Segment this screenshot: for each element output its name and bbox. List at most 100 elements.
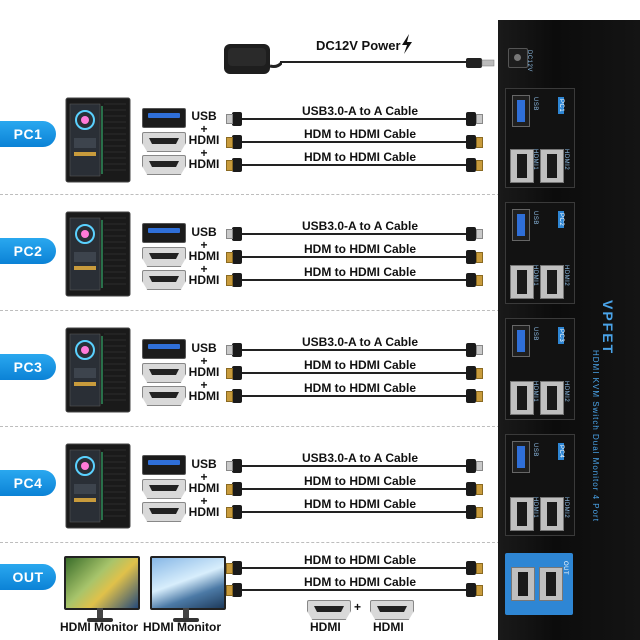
hdmi-plug-tip [476, 252, 483, 263]
dc-port-label: DC12V [526, 50, 532, 72]
hdmi-label: HDMI [310, 620, 341, 634]
hdmi-connector-label: HDMI [188, 249, 220, 263]
section-divider [0, 542, 500, 543]
dc-power-port [508, 48, 528, 68]
hdmi-port[interactable] [511, 567, 535, 601]
hdmi-cable-label: HDM to HDMI Cable [304, 242, 416, 256]
hdmi-plug-tip [476, 137, 483, 148]
usb-port[interactable] [512, 95, 530, 127]
hdmi-plug-tip [476, 368, 483, 379]
hdmi1-port-label: HDMI1 [532, 265, 538, 287]
usb-port[interactable] [512, 325, 530, 357]
hdmi-plug [226, 389, 242, 403]
hdmi-plug-tip [476, 275, 483, 286]
hdmi-cable-label: HDM to HDMI Cable [304, 497, 416, 511]
hdmi-connector-label: HDMI [188, 157, 220, 171]
hdmi-port[interactable] [540, 381, 564, 415]
pc-port-label: PC1 [558, 97, 564, 115]
usb-port[interactable] [512, 441, 530, 473]
usb-cable-label: USB3.0-A to A Cable [301, 219, 418, 233]
hdmi-port[interactable] [510, 265, 534, 299]
plus-sign: + [200, 494, 208, 508]
kvm-port-panel-pc4: PC4 USB HDMI1 HDMI2 [505, 434, 575, 536]
hdmi-plug [466, 505, 483, 519]
usb-port[interactable] [512, 209, 530, 241]
hdmi-plug [466, 482, 483, 496]
pc-port-label: PC2 [558, 211, 564, 229]
hdmi-port[interactable] [540, 497, 564, 531]
usb-plug [466, 459, 483, 473]
hdmi-cable-label: HDM to HDMI Cable [304, 575, 416, 589]
usb-port [142, 339, 186, 359]
hdmi-plug [466, 250, 483, 264]
power-plug [466, 56, 495, 68]
brand-subtitle: HDMI KVM Switch Dual Monitor 4 Port [591, 350, 600, 522]
plus-sign: + [200, 378, 208, 392]
hdmi-port[interactable] [540, 265, 564, 299]
hdmi-plug [226, 135, 242, 149]
usb-cable [240, 349, 468, 351]
hdmi-port[interactable] [510, 381, 534, 415]
usb-plug-tip [476, 461, 483, 471]
usb-connector-label: USB [191, 109, 217, 123]
hdmi-cable [240, 372, 468, 374]
hdmi-plug-tip [226, 252, 233, 263]
hdmi-port [142, 155, 186, 175]
plus-sign: + [200, 146, 208, 160]
hdmi-cable-label: HDM to HDMI Cable [304, 358, 416, 372]
hdmi-cable-label: HDM to HDMI Cable [304, 381, 416, 395]
hdmi-port[interactable] [540, 149, 564, 183]
brand-logo: VPFET [600, 300, 616, 356]
hdmi-port[interactable] [510, 497, 534, 531]
hdmi-plug-tip [226, 484, 233, 495]
monitor-icon [64, 556, 140, 610]
hdmi-port [142, 386, 186, 406]
hdmi-port[interactable] [510, 149, 534, 183]
pc-badge: PC4 [0, 470, 56, 496]
hdmi-plug [466, 561, 483, 575]
hdmi-port[interactable] [539, 567, 563, 601]
plus-sign: + [354, 600, 362, 614]
hdmi-plug-tip [226, 137, 233, 148]
out-badge: OUT [0, 564, 56, 590]
pc-tower-icon [64, 96, 132, 184]
kvm-port-panel-pc3: PC3 USB HDMI1 HDMI2 [505, 318, 575, 420]
hdmi-port [142, 363, 186, 383]
plus-sign: + [200, 470, 208, 484]
plus-sign: + [200, 262, 208, 276]
usb-cable-label: USB3.0-A to A Cable [301, 335, 418, 349]
hdmi-port [142, 502, 186, 522]
hdmi-cable [240, 141, 468, 143]
hdmi-port [142, 479, 186, 499]
monitor-base [87, 618, 113, 622]
plus-sign: + [200, 354, 208, 368]
hdmi-plug-tip [476, 585, 483, 596]
hdmi-cable [240, 256, 468, 258]
pc-badge: PC2 [0, 238, 56, 264]
hdmi-plug-tip [226, 391, 233, 402]
hdmi-connector-label: HDMI [188, 273, 220, 287]
hdmi1-port-label: HDMI1 [532, 497, 538, 519]
hdmi-port [142, 270, 186, 290]
hdmi-cable [240, 488, 468, 490]
hdmi-plug-tip [226, 507, 233, 518]
monitor-label: HDMI Monitor [60, 620, 138, 634]
out-port-label: OUT [562, 561, 568, 576]
hdmi-connector-label: HDMI [188, 389, 220, 403]
hdmi-plug-tip [226, 563, 233, 574]
usb-port-label: USB [532, 327, 538, 341]
hdmi-cable-label: HDM to HDMI Cable [304, 553, 416, 567]
pc-tower-icon [64, 210, 132, 298]
hdmi-plug-tip [476, 563, 483, 574]
usb-cable-label: USB3.0-A to A Cable [301, 104, 418, 118]
hdmi-connector-label: HDMI [188, 365, 220, 379]
usb-plug [226, 227, 242, 241]
usb-connector-label: USB [191, 225, 217, 239]
hdmi-plug-tip [226, 368, 233, 379]
usb-port-label: USB [532, 211, 538, 225]
usb-plug-tip [476, 229, 483, 239]
usb-plug [466, 227, 483, 241]
hdmi-connector-label: HDMI [188, 133, 220, 147]
pc-badge: PC3 [0, 354, 56, 380]
hdmi-cable [240, 279, 468, 281]
